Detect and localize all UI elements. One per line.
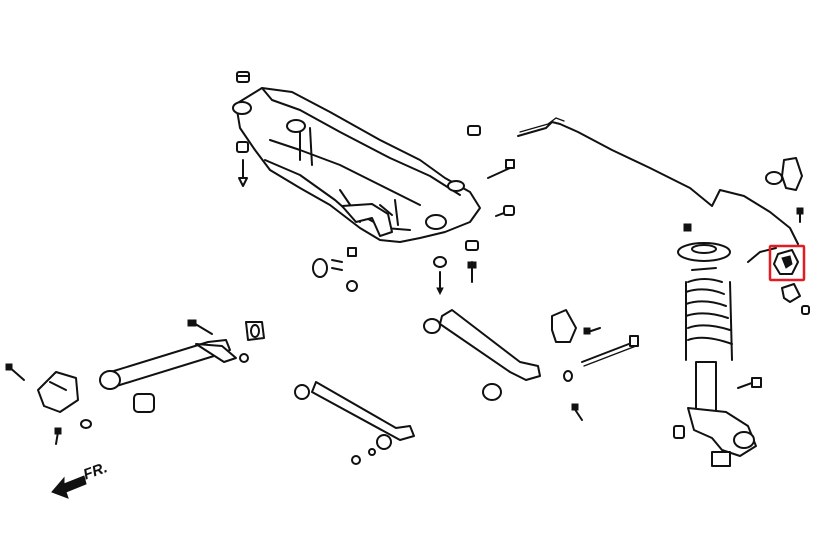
stabilizer-bar xyxy=(517,117,799,263)
crossmember-mount-hardware xyxy=(236,71,515,296)
highlight-box xyxy=(768,244,806,282)
trailing-arm xyxy=(99,319,265,413)
strut-assembly xyxy=(673,242,762,467)
trailing-arm-bracket xyxy=(5,363,92,445)
rear-crossmember xyxy=(232,87,481,243)
lower-lateral-link xyxy=(294,381,415,465)
front-direction-arrow xyxy=(51,475,87,499)
stabilizer-link-hardware xyxy=(683,157,810,315)
highlighted-stabilizer-bushing xyxy=(768,244,806,282)
toe-adjust-rod xyxy=(551,309,639,367)
upper-lateral-link xyxy=(423,309,583,421)
